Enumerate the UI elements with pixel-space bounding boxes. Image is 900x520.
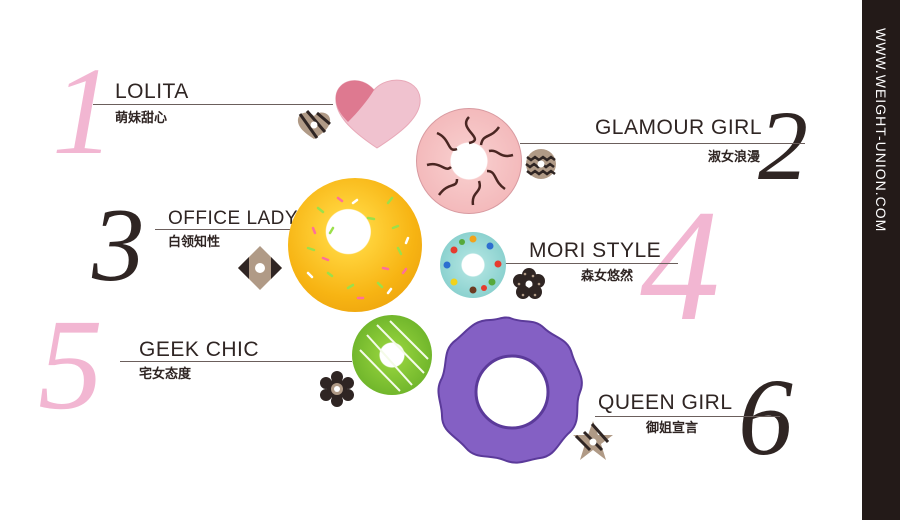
divider-line [595, 416, 780, 417]
style-chinese-lolita: 萌妹甜心 [115, 110, 168, 125]
teal-candy-donut-image [440, 232, 506, 298]
style-name-queen-girl: QUEEN GIRL [598, 391, 733, 414]
zigzag-circle-icon [525, 149, 556, 179]
number-2: 2 [758, 90, 808, 201]
divider-line [505, 263, 678, 264]
style-name-lolita: LOLITA [115, 80, 189, 103]
diamond-icon [238, 246, 282, 290]
divider-line [120, 361, 352, 362]
striped-heart-icon [297, 110, 331, 139]
cog-flower-icon [320, 371, 354, 407]
style-name-geek-chic: GEEK CHIC [139, 338, 260, 361]
number-1: 1 [52, 43, 115, 181]
divider-line [155, 229, 290, 230]
dotted-flower-icon [513, 268, 545, 299]
style-name-office-lady: OFFICE LADY [168, 208, 299, 229]
number-3: 3 [92, 186, 145, 303]
pink-chocolate-donut-image [416, 108, 522, 214]
style-chinese-queen-girl: 御姐宣言 [646, 420, 699, 435]
style-chinese-geek-chic: 宅女态度 [139, 366, 192, 381]
divider-line [93, 104, 333, 105]
striped-star-icon [573, 421, 613, 460]
style-chinese-mori-style: 森女悠然 [581, 268, 634, 283]
number-5: 5 [38, 293, 103, 437]
purple-ring-donut-image [437, 316, 583, 464]
heart-donut-image [335, 79, 421, 149]
style-name-mori-style: MORI STYLE [529, 239, 662, 262]
divider-line [520, 143, 805, 144]
sidebar-url-bar: WWW.WEIGHT-UNION.COM [862, 0, 900, 520]
style-name-glamour-girl: GLAMOUR GIRL [594, 116, 762, 139]
yellow-sprinkle-donut-image [288, 178, 422, 312]
number-4: 4 [640, 176, 720, 354]
site-url: WWW.WEIGHT-UNION.COM [873, 28, 889, 233]
number-6: 6 [738, 356, 793, 478]
style-chinese-office-lady: 白领知性 [168, 234, 221, 249]
style-chinese-glamour-girl: 淑女浪漫 [707, 149, 760, 164]
green-glazed-donut-image [352, 315, 432, 395]
